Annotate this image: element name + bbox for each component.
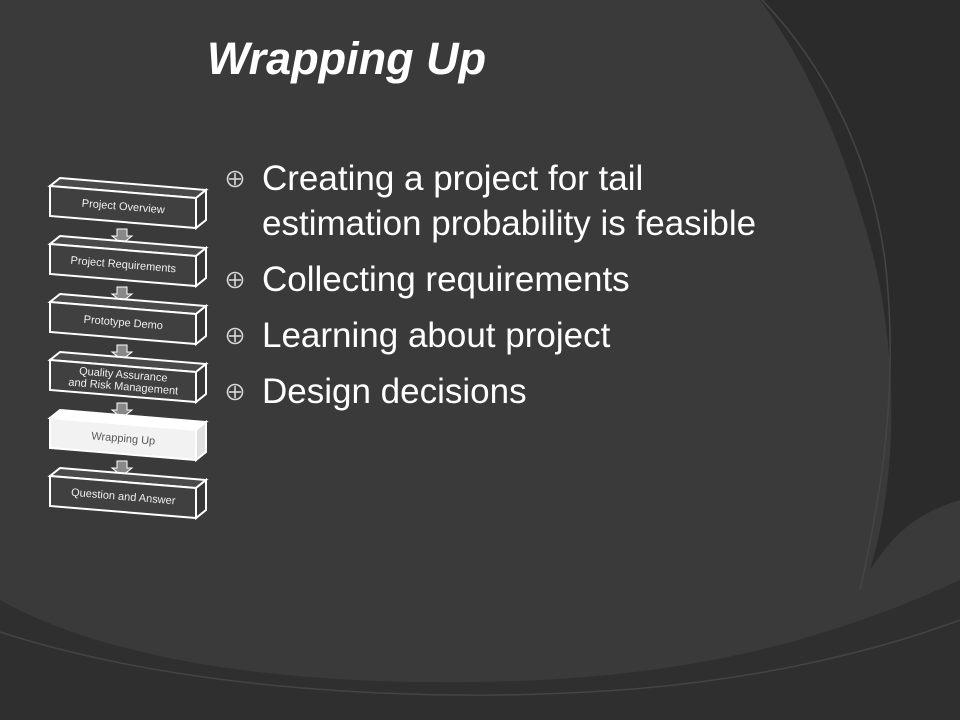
- bullet-text: Learning about project: [262, 316, 611, 355]
- circled-plus-bullet-icon: [226, 170, 244, 188]
- process-step-project-requirements: Project Requirements: [47, 234, 209, 289]
- down-arrow-icon: [110, 344, 134, 361]
- bullet-item: Creating a project for tail estimation p…: [226, 156, 766, 246]
- process-step-label: Wrapping Up: [91, 430, 156, 447]
- bullet-item: Design decisions: [226, 369, 766, 414]
- bullet-item: Collecting requirements: [226, 257, 766, 302]
- down-arrow-icon: [110, 460, 134, 477]
- process-step-quality-assurance: Quality Assurance and Risk Management: [47, 350, 209, 405]
- circled-plus-bullet-icon: [226, 271, 244, 289]
- circled-plus-bullet-icon: [226, 327, 244, 345]
- circled-plus-bullet-icon: [226, 383, 244, 401]
- bullet-item: Learning about project: [226, 313, 766, 358]
- bullet-text: Creating a project for tail estimation p…: [262, 159, 757, 243]
- process-diagram: Project Overview Project Requirements Pr…: [47, 176, 209, 521]
- down-arrow-icon: [110, 228, 134, 245]
- slide-title: Wrapping Up: [207, 33, 487, 84]
- bullet-text: Design decisions: [262, 372, 527, 411]
- down-arrow-icon: [110, 286, 134, 303]
- process-step-wrapping-up-active: Wrapping Up: [47, 408, 209, 463]
- process-step-question-and-answer: Question and Answer: [47, 466, 209, 521]
- bullet-text: Collecting requirements: [262, 260, 630, 299]
- bullet-list: Creating a project for tail estimation p…: [226, 156, 766, 425]
- down-arrow-icon: [110, 402, 134, 419]
- process-step-project-overview: Project Overview: [47, 176, 209, 231]
- process-step-prototype-demo: Prototype Demo: [47, 292, 209, 347]
